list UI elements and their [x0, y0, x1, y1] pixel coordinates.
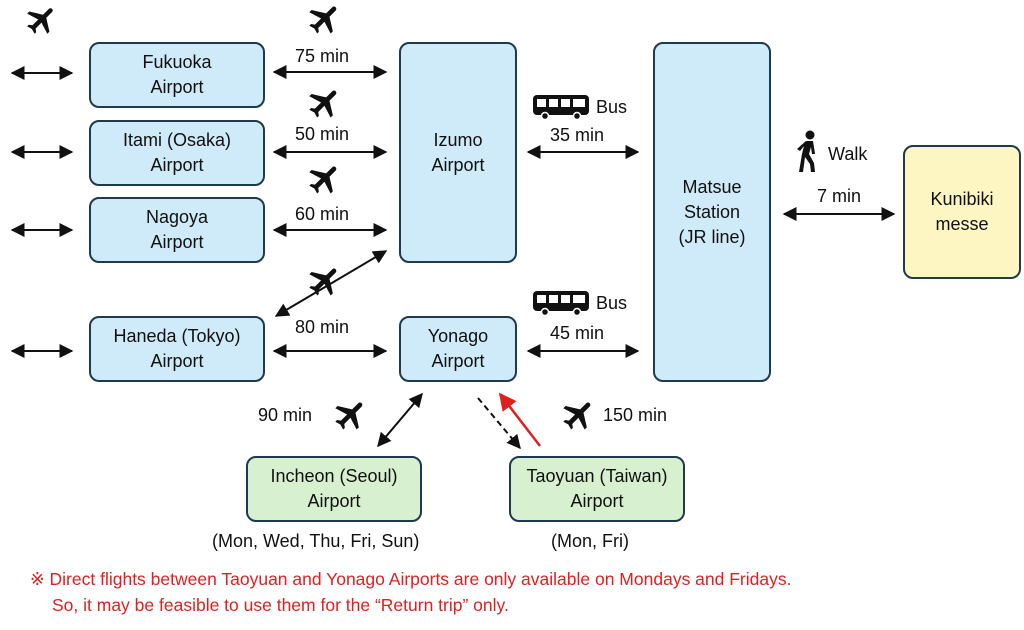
airplane-icon: [309, 6, 337, 34]
airport-suffix: Airport: [431, 154, 485, 175]
venue-name: Kunibiki: [930, 189, 994, 209]
itami-airport-box: Itami (Osaka) Airport: [89, 120, 265, 186]
station-line: (JR line): [678, 226, 746, 247]
fukuoka-airport-box: Fukuoka Airport: [89, 42, 265, 108]
incheon-schedule: (Mon, Wed, Thu, Fri, Sun): [212, 531, 420, 551]
taoyuan-yonago-return-arrow: [498, 392, 541, 447]
haneda-airport-box: Haneda (Tokyo) Airport: [89, 316, 265, 382]
yonago-airport-box: Yonago Airport: [399, 316, 517, 382]
yonago-taoyuan-dashed-arrow: [477, 397, 521, 450]
airplane-icon: [309, 90, 337, 118]
yonago-incheon-arrow: [377, 392, 423, 448]
bus-label: Bus: [596, 293, 628, 313]
taoyuan-schedule: (Mon, Fri): [551, 531, 629, 551]
airport-name: Nagoya: [145, 207, 209, 227]
itami-time-label: 50 min: [295, 124, 350, 144]
airplane-icon: [309, 268, 337, 296]
taoyuan-time-label: 150 min: [603, 405, 668, 425]
airport-suffix: Airport: [431, 351, 485, 371]
station-suffix: Station: [683, 201, 741, 222]
taoyuan-airport-box: Taoyuan (Taiwan) Airport: [509, 456, 685, 522]
airplane-icon: [27, 8, 53, 34]
footnote-line-1: ※ Direct flights between Taoyuan and Yon…: [30, 569, 792, 589]
airport-name: Izumo: [433, 129, 483, 150]
haneda-izumo-arrow: [274, 250, 388, 317]
airport-suffix: Airport: [307, 491, 361, 511]
airport-suffix: Airport: [570, 491, 624, 511]
incheon-time-label: 90 min: [258, 405, 313, 425]
airport-name: Incheon (Seoul): [270, 466, 398, 486]
airport-name: Taoyuan (Taiwan): [526, 466, 668, 486]
airplane-icon: [563, 402, 591, 430]
airport-suffix: Airport: [150, 351, 204, 371]
bus-label: Bus: [596, 97, 628, 117]
venue-suffix: messe: [935, 214, 989, 234]
airplane-icon: [335, 402, 363, 430]
bus-icon: [533, 291, 589, 316]
airport-name: Haneda (Tokyo): [113, 326, 241, 346]
haneda-time-label: 80 min: [295, 317, 350, 337]
nagoya-airport-box: Nagoya Airport: [89, 197, 265, 263]
yonago-bus-time-label: 45 min: [550, 323, 605, 343]
matsue-station-box: Matsue Station (JR line): [653, 42, 771, 382]
footnote-line-2: So, it may be feasible to use them for t…: [52, 595, 509, 615]
airport-name: Itami (Osaka): [122, 130, 232, 150]
kunibiki-messe-box: Kunibiki messe: [903, 145, 1021, 279]
airport-suffix: Airport: [150, 155, 204, 175]
nagoya-time-label: 60 min: [295, 204, 350, 224]
bus-icon: [533, 95, 589, 120]
station-name: Matsue: [682, 176, 742, 197]
airplane-icon: [309, 166, 337, 194]
izumo-bus-time-label: 35 min: [550, 125, 605, 145]
walking-person-icon: [797, 130, 815, 172]
izumo-airport-box: Izumo Airport: [399, 42, 517, 263]
airport-suffix: Airport: [150, 232, 204, 252]
airport-name: Fukuoka: [142, 52, 212, 72]
walk-time-label: 7 min: [817, 186, 862, 206]
airport-suffix: Airport: [150, 77, 204, 97]
incheon-airport-box: Incheon (Seoul) Airport: [246, 456, 422, 522]
walk-label: Walk: [828, 144, 868, 164]
airport-name: Yonago: [427, 326, 489, 346]
fukuoka-time-label: 75 min: [295, 46, 350, 66]
